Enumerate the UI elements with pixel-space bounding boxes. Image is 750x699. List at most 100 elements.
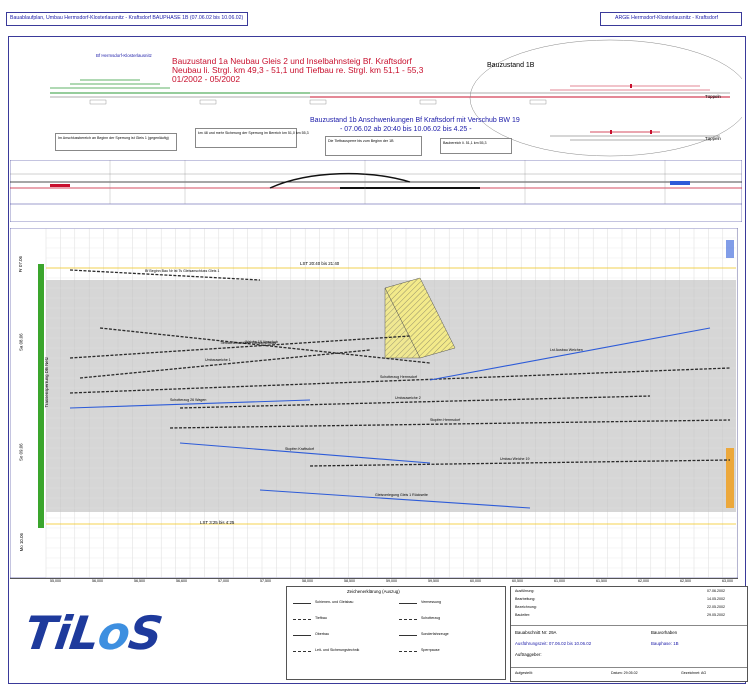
ruler-tick-label: 57,500 xyxy=(260,579,271,583)
station-label-left: Bf Hermsdorf-Klosterlausnitz xyxy=(96,53,152,58)
day-label-sun: So 09.06 xyxy=(18,443,24,461)
ruler-tick-label: 59,500 xyxy=(428,579,439,583)
titleblock-row-date: 07.06.2002 xyxy=(707,589,725,593)
task-label: Bf Beginn Bau Nr Ist Ts Gleisanschluss G… xyxy=(145,269,220,273)
green-bar-label: Trassensperrung DB Netz xyxy=(44,356,50,408)
ruler-tick-label: 55,000 xyxy=(50,579,61,583)
ruler-tick-label: 60,500 xyxy=(512,579,523,583)
ruler-tick-label: 57,000 xyxy=(218,579,229,583)
task-label: Tiefbau Anschlüsse Gleisanschluss xyxy=(220,341,277,345)
header-right-box: ARGE Hermsdorf-Klosterlausnitz - Kraftsd… xyxy=(600,12,742,26)
ruler-tick-label: 59,000 xyxy=(386,579,397,583)
titleblock-row-label: Ausführung: xyxy=(515,589,535,593)
task-line xyxy=(179,442,431,464)
schedule-grid xyxy=(10,228,738,578)
legend-item-label: Tiefbau xyxy=(315,616,327,620)
header-left-title: Bauablaufplan, Umbau Hermsdorf-Klosterla… xyxy=(10,15,244,21)
tilos-logo: TiLoS xyxy=(21,606,166,660)
legend-swatch xyxy=(293,651,311,652)
task-label: Gleisverlegung Gleis 1 Rückseite xyxy=(375,493,428,497)
ruler-tick-label: 61,500 xyxy=(596,579,607,583)
lst-bottom-label: LST 3:25 bis 4:25 xyxy=(200,520,235,525)
tuppeln-label-1: Tüppeln xyxy=(705,94,721,99)
legend-item-label: Schotterzug xyxy=(421,616,441,620)
legend-item-label: Oberbau xyxy=(315,632,329,636)
task-line xyxy=(169,419,731,429)
legend-panel: Zeichenerklärung (Auszug) Schienen- und … xyxy=(286,586,506,680)
footer-right: Gezeichnet: AG xyxy=(681,671,707,675)
day-label-fri: Fr 07.06 xyxy=(17,256,23,273)
task-line xyxy=(79,349,371,379)
overview-headline-1: Bauzustand 1a Neubau Gleis 2 und Inselba… xyxy=(172,56,412,66)
overview-note-1: Im Anschlussbereich an Beginn der Sperru… xyxy=(55,133,177,151)
titleblock-row-date: 14.05.2002 xyxy=(707,597,725,601)
legend-swatch xyxy=(399,603,417,604)
task-line xyxy=(259,489,531,509)
task-label: Umbauweiche 2 xyxy=(395,396,421,400)
task-label: Lst Ausbau Weichen xyxy=(550,348,583,352)
titleblock-row-label: Bezeichnung: xyxy=(515,605,537,609)
tuppeln-label-2: Tüppeln xyxy=(705,136,721,141)
legend-item-label: Leit- und Sicherungstechnik xyxy=(315,648,360,652)
overview-track-diagram xyxy=(50,39,742,157)
task-label: Stopfen Hermsdorf xyxy=(430,418,461,422)
header-left-box: Bauablaufplan, Umbau Hermsdorf-Klosterla… xyxy=(6,12,248,26)
footer-mid: Datum: 29.05.02 xyxy=(611,671,638,675)
ruler-tick-label: 61,000 xyxy=(554,579,565,583)
task-label: Schotterzug 26 Wagen xyxy=(170,398,207,402)
legend-item-label: Schienen- und Gleisbau xyxy=(315,600,354,604)
track-schematic-band xyxy=(10,160,742,222)
legend-item-label: Sonderfahrzeuge xyxy=(421,632,449,636)
task-line xyxy=(69,399,311,409)
project-label: Bauabschnitt Nr: 29A xyxy=(515,630,557,635)
client-label: Auftraggeber: xyxy=(515,652,542,657)
titleblock-row-label: Bauleiter: xyxy=(515,613,531,617)
overview-note-3: Die Tiefbausperre bis zum Beginn der 1B xyxy=(325,136,422,156)
titleblock-row-date: 29.05.2002 xyxy=(707,613,725,617)
task-line xyxy=(69,335,411,359)
task-line xyxy=(69,269,261,281)
legend-title: Zeichenerklärung (Auszug) xyxy=(347,589,400,594)
ruler-tick-label: 63,000 xyxy=(722,579,733,583)
ruler-tick-label: 56,600 xyxy=(176,579,187,583)
headline-1b-2: - 07.06.02 ab 20:40 bis 10.06.02 bis 4.2… xyxy=(340,126,472,133)
task-label: Stopfen Kraftsdorf xyxy=(285,447,314,451)
legend-item-label: Sperrpause xyxy=(421,648,440,652)
ruler-tick-label: 60,000 xyxy=(470,579,481,583)
ruler-tick-label: 56,500 xyxy=(134,579,145,583)
overview-note-2: km 48 und mehr Sicherung der Sperrung im… xyxy=(195,128,309,148)
task-line xyxy=(309,459,731,467)
task-line xyxy=(429,327,711,381)
lst-top-label: LST 20:40 bis 21:40 xyxy=(300,261,340,266)
legend-item-label: Vermessung xyxy=(421,600,441,604)
overview-headline-3: 01/2002 - 05/2002 xyxy=(172,74,240,84)
headline-1b-1: Bauzustand 1b Anschwenkungen Bf Kraftsdo… xyxy=(310,117,520,124)
ausfuehrung-label: Ausführungszeit: 07.06.02 bis 10.06.02 xyxy=(515,641,592,646)
header-right-title: ARGE Hermsdorf-Klosterlausnitz - Kraftsd… xyxy=(615,15,718,21)
task-label: Umbau Weiche 19 xyxy=(500,457,530,461)
ruler-tick-label: 58,000 xyxy=(302,579,313,583)
bauzustand-1b-label: Bauzustand 1B xyxy=(487,62,535,69)
bauphase-label: Bauphase: 1B xyxy=(651,641,679,646)
ruler-tick-label: 58,500 xyxy=(344,579,355,583)
task-label: Schotterzug Hermsdorf xyxy=(380,374,417,379)
legend-swatch xyxy=(293,635,311,636)
legend-swatch xyxy=(399,619,417,620)
drawing-frame xyxy=(8,36,746,684)
overview-note-4: Baubereich li. 51,1 km 55,3 xyxy=(440,138,512,154)
legend-swatch xyxy=(399,651,417,652)
legend-swatch xyxy=(293,619,311,620)
day-label-mon: Mo 10.06 xyxy=(18,533,24,552)
project-value: Bauvorhaben xyxy=(651,630,678,635)
legend-swatch xyxy=(293,603,311,604)
task-label: Umbauweiche 1 xyxy=(205,358,231,362)
footer-left: Aufgestellt: xyxy=(515,671,533,675)
task-line xyxy=(179,395,651,409)
task-line xyxy=(69,367,731,394)
legend-swatch xyxy=(399,635,417,636)
task-label: Weiche 19 Verschub xyxy=(245,339,278,344)
titleblock-row-label: Bearbeitung: xyxy=(515,597,536,601)
titleblock-row-date: 22.05.2002 xyxy=(707,605,725,609)
